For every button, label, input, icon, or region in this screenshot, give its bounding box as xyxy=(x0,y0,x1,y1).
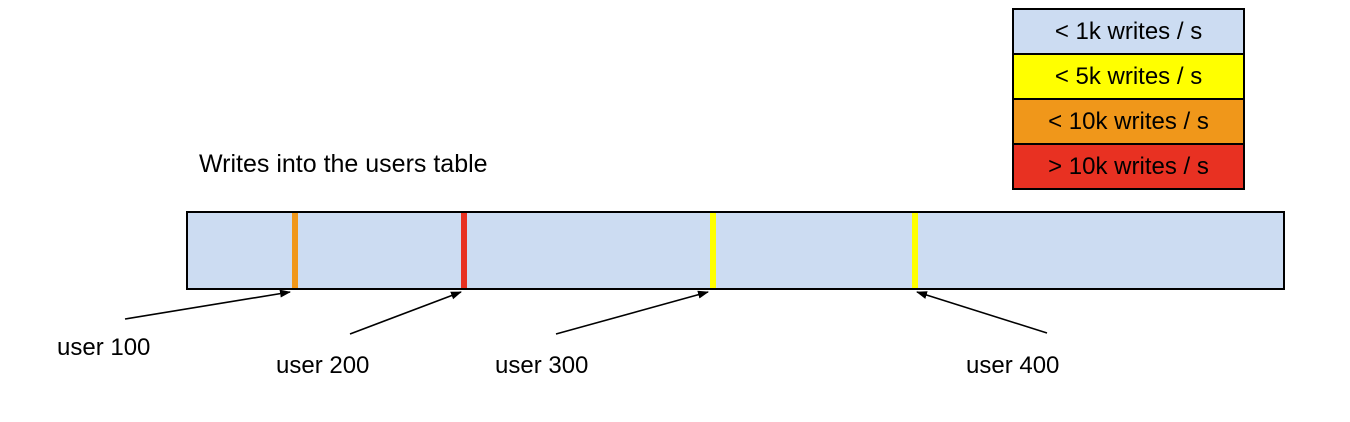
label-user-200: user 200 xyxy=(276,352,370,379)
arrow-user-200 xyxy=(349,291,462,335)
label-user-400: user 400 xyxy=(966,352,1060,379)
legend-item-lt-5k: < 5k writes / s xyxy=(1012,53,1245,100)
write-stripe-user-400 xyxy=(912,213,918,288)
legend-item-lt-1k: < 1k writes / s xyxy=(1012,8,1245,55)
legend-item-lt-5k-label: < 5k writes / s xyxy=(1054,62,1203,90)
legend-item-gt-10k: > 10k writes / s xyxy=(1012,143,1245,190)
legend-item-lt-10k: < 10k writes / s xyxy=(1012,98,1245,145)
legend-item-lt-10k-label: < 10k writes / s xyxy=(1048,107,1209,135)
diagram-title: Writes into the users table xyxy=(199,150,488,178)
arrow-user-400 xyxy=(916,291,1048,334)
legend-item-gt-10k-label: > 10k writes / s xyxy=(1048,152,1209,180)
arrow-user-100 xyxy=(124,289,291,320)
legend-item-lt-1k-label: < 1k writes / s xyxy=(1054,17,1203,45)
write-stripe-user-100 xyxy=(292,213,298,288)
write-stripe-user-300 xyxy=(710,213,716,288)
users-table-bar xyxy=(186,211,1285,290)
legend: < 1k writes / s < 5k writes / s < 10k wr… xyxy=(1012,8,1245,190)
label-user-100: user 100 xyxy=(57,334,151,361)
write-stripe-user-200 xyxy=(461,213,467,288)
arrow-user-300 xyxy=(555,290,709,335)
label-user-300: user 300 xyxy=(495,352,589,379)
